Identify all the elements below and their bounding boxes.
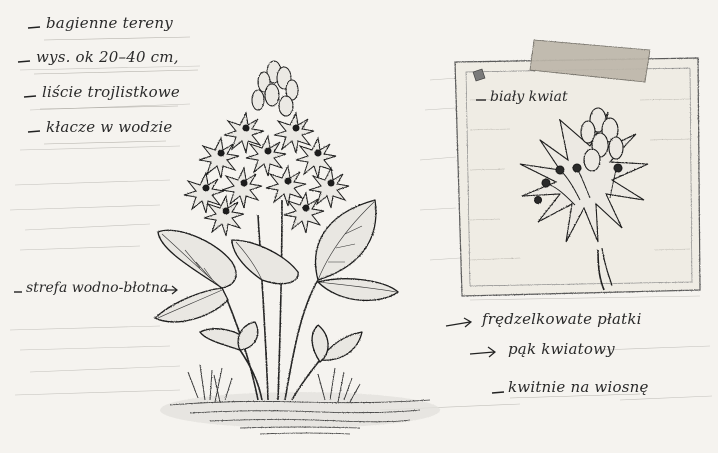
note-trifoliate-leaves: liście trojlistkowe [42, 83, 180, 101]
zone-label: strefa wodno-błotna [26, 280, 168, 296]
zone-text: strefa wodno-błotna [26, 280, 168, 296]
note-text: frędzelkowate płatki [482, 310, 642, 328]
flower-raceme [184, 61, 349, 236]
note-fringed-petals: frędzelkowate płatki [482, 310, 642, 328]
note-wetland-habitat: bagienne tereny [46, 14, 173, 32]
note-text: pąk kwiatowy [508, 340, 615, 358]
trifoliate-leaves [155, 200, 398, 362]
note-text: kwitnie na wiosnę [508, 378, 649, 396]
water-surface [160, 392, 440, 434]
note-height: wys. ok 20–40 cm, [36, 48, 179, 66]
note-text: wys. ok 20–40 cm, [36, 48, 179, 66]
card-label: biały kwiat [490, 89, 568, 105]
note-rhizome: kłacze w wodzie [46, 118, 173, 136]
card-label-text: biały kwiat [490, 89, 568, 105]
note-text: bagienne tereny [46, 14, 173, 32]
note-text: liście trojlistkowe [42, 83, 180, 101]
note-text: kłacze w wodzie [46, 118, 173, 136]
note-blooms-spring: kwitnie na wiosnę [508, 378, 649, 396]
note-flower-bud: pąk kwiatowy [508, 340, 615, 358]
